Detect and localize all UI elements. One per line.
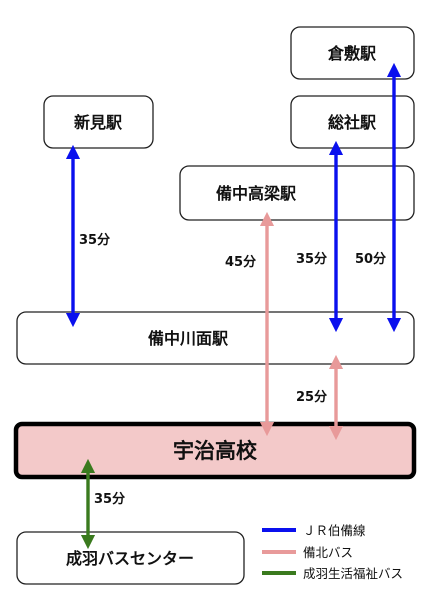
duration-soja-kawamo: 35分 [296,251,327,267]
station-bitchu-takahashi: 備中高梁駅 [179,165,415,221]
station-nariwa-bus-center: 成羽バスセンター [16,531,245,585]
school-label: 宇治高校 [173,439,258,463]
legend-bihoku-bus-label: 備北バス [303,545,353,560]
station-kurashiki-label: 倉敷駅 [327,44,377,63]
legend-welfare-bus-label: 成羽生活福祉バス [303,566,403,581]
station-bitchu-kawamo-label: 備中川面駅 [148,329,229,348]
station-soja: 総社駅 [290,95,415,149]
duration-school-nariwa: 35分 [94,491,125,507]
station-kurashiki: 倉敷駅 [290,26,415,80]
station-nariwa-bus-center-label: 成羽バスセンター [66,549,194,568]
duration-kurashiki-kawamo: 50分 [355,251,386,267]
duration-kawamo-school: 25分 [296,389,327,405]
station-bitchu-kawamo: 備中川面駅 [16,311,415,365]
station-bitchu-takahashi-label: 備中高梁駅 [216,184,297,203]
station-niimi-label: 新見駅 [74,113,123,132]
legend: ＪＲ伯備線 備北バス 成羽生活福祉バス [262,523,403,581]
school-box: 宇治高校 [13,421,417,480]
legend-jr-label: ＪＲ伯備線 [303,523,366,538]
station-niimi: 新見駅 [43,95,154,149]
duration-niimi-kawamo: 35分 [79,232,110,248]
station-soja-label: 総社駅 [328,113,377,132]
duration-takahashi-school: 45分 [225,254,256,270]
